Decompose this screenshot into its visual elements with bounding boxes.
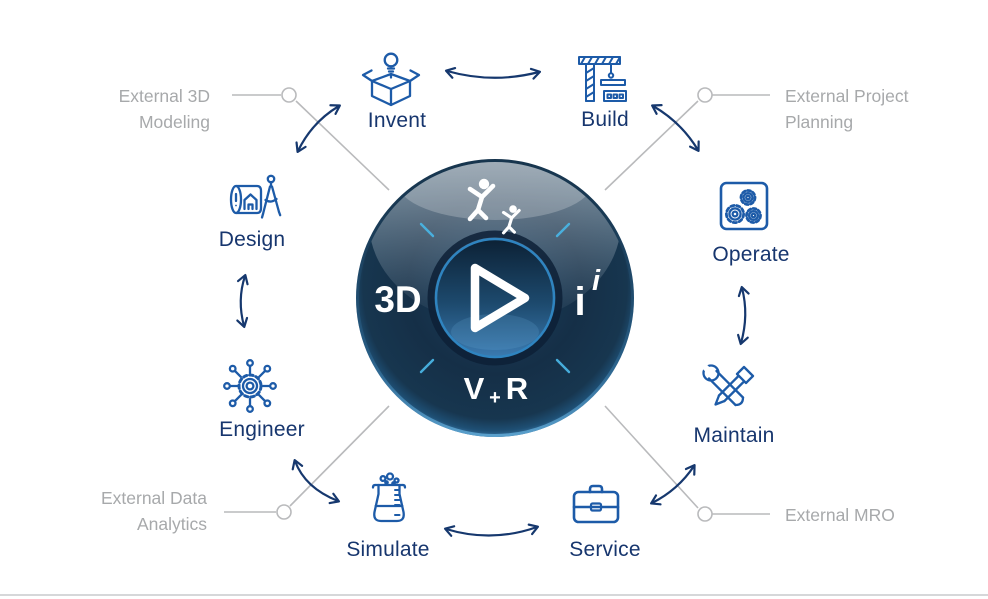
inner-circle-shadow bbox=[427, 230, 563, 366]
arrow-service-simulate bbox=[443, 523, 540, 537]
network-gear-icon bbox=[223, 359, 277, 413]
arrow-operate-maintain bbox=[737, 285, 750, 346]
node-label-service: Service bbox=[569, 538, 641, 561]
external-line1: External 3D bbox=[118, 86, 210, 106]
external-connector-3d-modeling bbox=[232, 87, 390, 191]
connector-dot bbox=[281, 87, 297, 103]
connector-dot bbox=[276, 504, 292, 520]
bottom-divider bbox=[0, 594, 988, 596]
external-label-data-analytics: External Data Analytics bbox=[101, 485, 207, 537]
inner-circle bbox=[434, 237, 556, 359]
arrow-engineer-simulate bbox=[291, 458, 341, 505]
arrow-build-operate bbox=[651, 104, 700, 152]
wheel-bottom-text-v: V bbox=[464, 371, 485, 406]
external-label-project-planning: External Project Planning bbox=[785, 83, 909, 135]
crane-icon bbox=[578, 56, 627, 102]
briefcase-icon bbox=[572, 484, 620, 524]
node-label-invent: Invent bbox=[367, 109, 427, 132]
play-icon bbox=[470, 263, 530, 333]
external-label-mro: External MRO bbox=[785, 502, 895, 528]
wheel-right-text-sup: i bbox=[592, 265, 601, 297]
3dexperience-compass-logo: 3D i i V + R bbox=[356, 159, 634, 437]
external-connector-project-planning bbox=[604, 87, 770, 191]
wheel-left-text: 3D bbox=[374, 279, 421, 320]
node-label-simulate: Simulate bbox=[346, 538, 430, 561]
gears-icon bbox=[719, 181, 769, 231]
external-line2: Planning bbox=[785, 112, 854, 132]
arrow-maintain-service bbox=[650, 464, 696, 506]
external-line1: External Data bbox=[100, 488, 207, 508]
blueprint-compass-icon bbox=[229, 174, 282, 219]
wheel-right-text-base: i bbox=[574, 280, 585, 324]
external-line1: External Project bbox=[785, 86, 909, 106]
connector-dot bbox=[697, 506, 713, 522]
wrench-screwdriver-icon bbox=[697, 359, 755, 407]
node-label-maintain: Maintain bbox=[693, 424, 775, 447]
arrow-design-engineer bbox=[236, 273, 249, 329]
node-label-engineer: Engineer bbox=[219, 418, 305, 441]
wheel-bottom-text-plus: + bbox=[489, 387, 501, 409]
wheel-bottom-text-r: R bbox=[506, 371, 528, 406]
quadrant-ticks bbox=[419, 222, 571, 374]
external-line2: Analytics bbox=[136, 514, 207, 534]
two-people-icon bbox=[467, 178, 521, 235]
external-line1: External MRO bbox=[785, 505, 895, 525]
node-label-build: Build bbox=[581, 108, 629, 131]
external-label-3d-modeling: External 3D Modeling bbox=[119, 83, 210, 135]
connector-dot bbox=[697, 87, 713, 103]
wheel-rim-highlight bbox=[356, 159, 634, 437]
arrow-invent-build bbox=[444, 66, 542, 80]
external-line2: Modeling bbox=[138, 112, 210, 132]
arrow-design-invent bbox=[295, 104, 341, 154]
beaker-icon bbox=[371, 472, 407, 523]
node-label-design: Design bbox=[218, 228, 286, 251]
invent-box-lightbulb-icon bbox=[361, 52, 421, 107]
node-label-operate: Operate bbox=[712, 243, 790, 266]
